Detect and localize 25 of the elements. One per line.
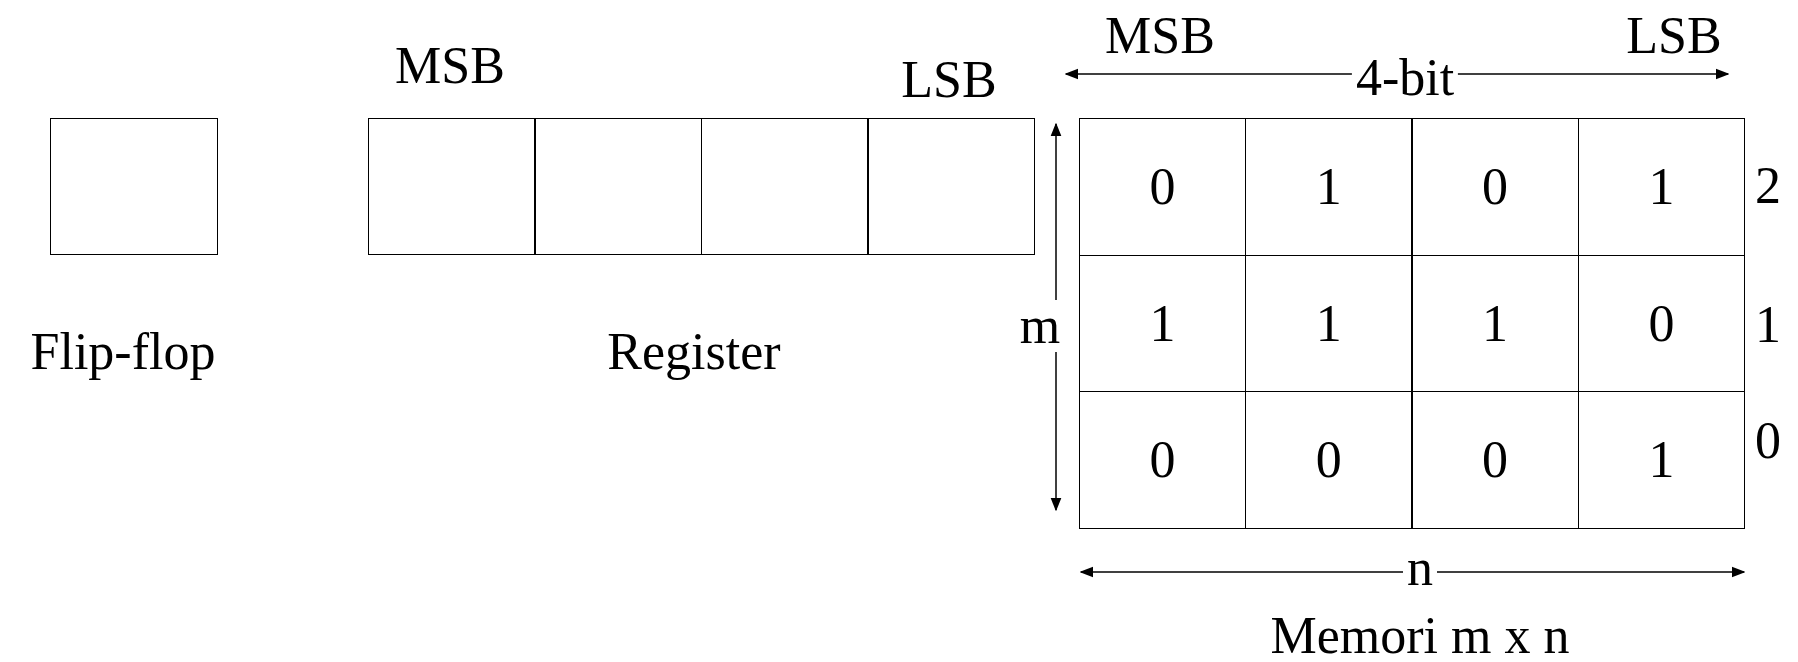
memory-cell <box>1577 391 1745 529</box>
register-cell <box>534 118 702 255</box>
bit-value: 1 <box>1149 293 1176 353</box>
bit-value: 1 <box>1315 293 1342 353</box>
bit-value: 0 <box>1648 293 1675 353</box>
register-cell <box>368 118 535 255</box>
bit-value: 1 <box>1648 430 1675 490</box>
flip-flop-box <box>50 118 218 255</box>
bit-value: 1 <box>1482 293 1509 353</box>
memory-cell <box>1411 118 1579 256</box>
memory-cell <box>1411 391 1579 529</box>
register-cell <box>701 118 868 255</box>
register-cell <box>867 118 1035 255</box>
bit-value: 1 <box>1648 157 1675 217</box>
bit-value: 0 <box>1482 430 1509 490</box>
bit-value: 0 <box>1149 430 1176 490</box>
memory-cell <box>1079 391 1246 529</box>
bit-value: 0 <box>1482 157 1509 217</box>
memory-cell <box>1245 118 1413 256</box>
memory-cell <box>1577 118 1745 256</box>
memory-cell <box>1245 391 1413 529</box>
memory-cell <box>1079 118 1246 256</box>
bit-value: 0 <box>1149 157 1176 217</box>
bit-value: 1 <box>1315 157 1342 217</box>
bit-value: 0 <box>1315 430 1342 490</box>
